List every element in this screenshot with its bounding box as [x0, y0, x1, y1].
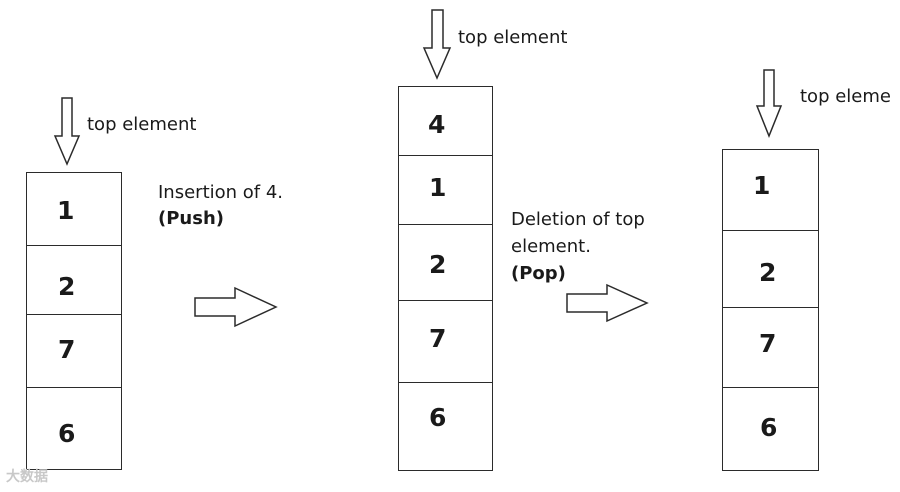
- cell-value: 6: [58, 419, 76, 448]
- cell-value: 1: [429, 173, 447, 202]
- push-note-line2: (Push): [158, 208, 224, 229]
- top-element-label: top eleme: [800, 86, 891, 107]
- cell-value: 7: [429, 324, 447, 353]
- stack-cell: 2: [399, 224, 492, 300]
- stack-cell: 2: [723, 230, 818, 307]
- down-arrow-icon: [422, 9, 452, 80]
- cell-value: 2: [429, 250, 447, 279]
- down-arrow-icon: [53, 97, 81, 166]
- stack-before-push: 1 2 7 6: [26, 172, 122, 470]
- down-arrow-icon: [755, 69, 783, 139]
- pop-note-line3: (Pop): [511, 263, 566, 284]
- cell-value: 7: [58, 335, 76, 364]
- watermark: 大数据: [6, 469, 48, 485]
- stack-cell: 2: [27, 245, 121, 314]
- cell-value: 2: [759, 258, 777, 287]
- top-element-label: top element: [87, 114, 197, 135]
- cell-value: 6: [760, 413, 778, 442]
- stack-cell: 1: [399, 155, 492, 224]
- pop-note-line2: element.: [511, 236, 591, 257]
- cell-value: 4: [428, 110, 446, 139]
- top-element-label: top element: [458, 27, 568, 48]
- pop-note-line1: Deletion of top: [511, 209, 645, 230]
- cell-value: 7: [759, 329, 777, 358]
- right-arrow-icon: [566, 283, 649, 323]
- push-note-line1: Insertion of 4.: [158, 182, 284, 203]
- stack-cell: 6: [723, 387, 818, 471]
- stack-cell: 7: [27, 314, 121, 388]
- right-arrow-icon: [194, 286, 278, 328]
- cell-value: 2: [58, 272, 76, 301]
- stack-cell: 4: [399, 87, 492, 156]
- stack-after-pop: 1 2 7 6: [722, 149, 819, 471]
- stack-after-push: 4 1 2 7 6: [398, 86, 493, 471]
- stack-cell: 6: [399, 382, 492, 471]
- stack-cell: 1: [723, 150, 818, 231]
- cell-value: 6: [429, 403, 447, 432]
- cell-value: 1: [753, 171, 771, 200]
- stack-cell: 6: [27, 387, 121, 470]
- cell-value: 1: [57, 196, 75, 225]
- stack-cell: 7: [399, 300, 492, 382]
- stack-cell: 1: [27, 173, 121, 247]
- stack-cell: 7: [723, 307, 818, 388]
